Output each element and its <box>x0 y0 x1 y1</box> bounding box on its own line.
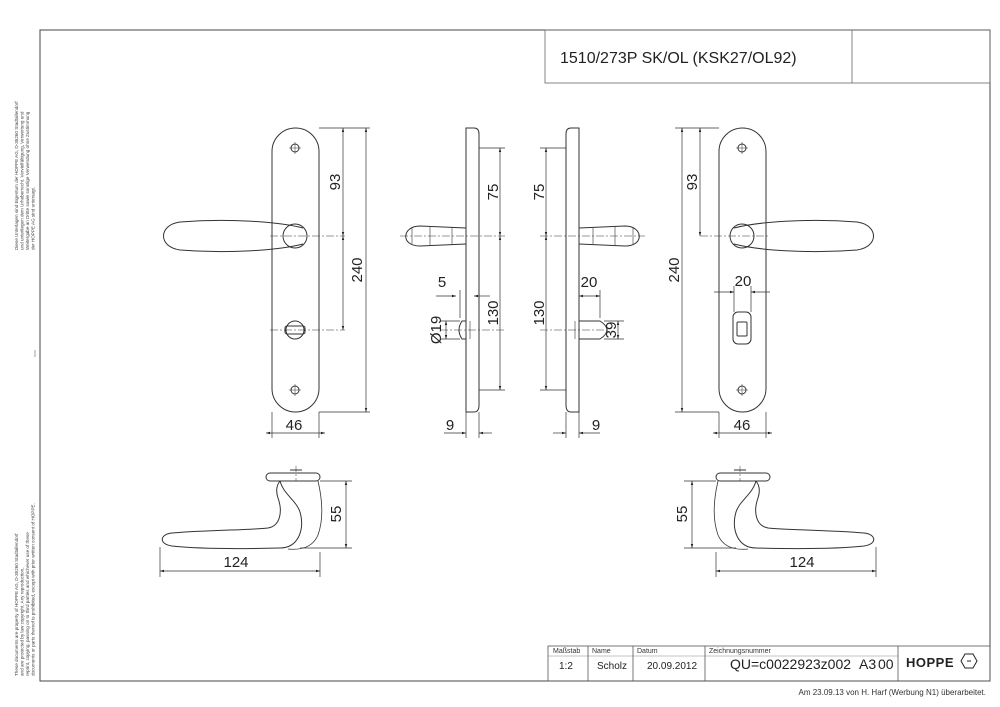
dim-side-left-9: 9 <box>446 417 454 434</box>
dim-bottom-right-124: 124 <box>789 554 814 571</box>
drawing-frame <box>39 29 991 682</box>
dim-side-right-75: 75 <box>531 184 548 201</box>
top-view-right-dims <box>684 480 877 577</box>
side-note-en-4: documents or parts thereof is prohibited… <box>31 503 36 676</box>
dim-bottom-left-55: 55 <box>328 506 345 523</box>
top-view-left-dims <box>159 480 352 577</box>
side-note-en-2: and are protected by law copyright. Any … <box>20 567 25 676</box>
side-note-de-3: Weitergabe an Dritte sowie sonstige Verw… <box>25 111 30 250</box>
dim-right-46: 46 <box>734 417 751 434</box>
front-view-left <box>163 127 345 413</box>
front-view-right <box>700 127 874 413</box>
front-view-left-dims <box>266 127 370 438</box>
name-value: Scholz <box>597 661 627 672</box>
side-note-en-1: These documents are property of HOPPE AG… <box>14 533 19 676</box>
dim-side-right-130: 130 <box>531 300 548 325</box>
footer-note: Am 23.09.13 von H. Harf (Werbung N1) übe… <box>799 688 987 697</box>
dim-left-240: 240 <box>349 257 366 282</box>
dim-right-240: 240 <box>666 257 683 282</box>
side-notes: Diese Unterlagen sind Eigentum der HOPPE… <box>14 101 36 676</box>
top-view-right <box>713 466 875 550</box>
drawing-number-value: QU=c0022923z002 <box>730 656 851 672</box>
dim-side-left-75: 75 <box>485 184 502 201</box>
scale-value: 1:2 <box>559 661 573 672</box>
dim-left-46: 46 <box>286 417 303 434</box>
side-note-de-2: und unterliegen dem Urheberrecht. Vervie… <box>20 111 25 250</box>
dim-side-left-5: 5 <box>438 274 446 291</box>
dim-side-right-39: 39 <box>603 322 620 339</box>
side-note-en-3: reprint, copying, passing on to third pa… <box>25 532 30 676</box>
dim-bottom-right-55: 55 <box>674 506 691 523</box>
front-view-right-dims <box>675 127 772 438</box>
dim-right-20: 20 <box>735 273 752 290</box>
title-block: Maßstab 1:2 Name Scholz Datum 20.09.2012… <box>547 645 991 682</box>
side-view-right <box>540 127 645 413</box>
dim-side-right-20: 20 <box>581 274 598 291</box>
side-note-de-4: der HOPPE AG sind untersagt. <box>31 187 36 250</box>
name-label: Name <box>592 648 611 655</box>
side-note-de-1: Diese Unterlagen sind Eigentum der HOPPE… <box>14 101 19 250</box>
top-view-left <box>161 466 323 550</box>
dim-right-93: 93 <box>684 174 701 191</box>
side-view-left-dims <box>436 147 505 438</box>
hoppe-logo-icon <box>960 653 978 669</box>
dim-side-left-dia19: Ø19 <box>428 316 445 344</box>
scale-label: Maßstab <box>553 648 580 655</box>
date-value: 20.09.2012 <box>647 661 697 672</box>
drawing-title: 1510/273P SK/OL (KSK27/OL92) <box>560 50 797 67</box>
dim-side-right-9: 9 <box>592 417 600 434</box>
dim-left-93: 93 <box>327 174 344 191</box>
hoppe-logo: HOPPE <box>906 655 954 670</box>
side-view-right-dims <box>540 147 624 438</box>
format-value: A3 <box>859 656 876 672</box>
dim-bottom-left-124: 124 <box>223 554 248 571</box>
dim-side-left-130: 130 <box>485 300 502 325</box>
side-view-left <box>400 127 505 413</box>
drawing-number-label: Zeichnungsnummer <box>709 648 772 655</box>
date-label: Datum <box>637 648 658 655</box>
title-box: 1510/273P SK/OL (KSK27/OL92) <box>544 29 991 84</box>
revision-value: 00 <box>878 656 894 672</box>
